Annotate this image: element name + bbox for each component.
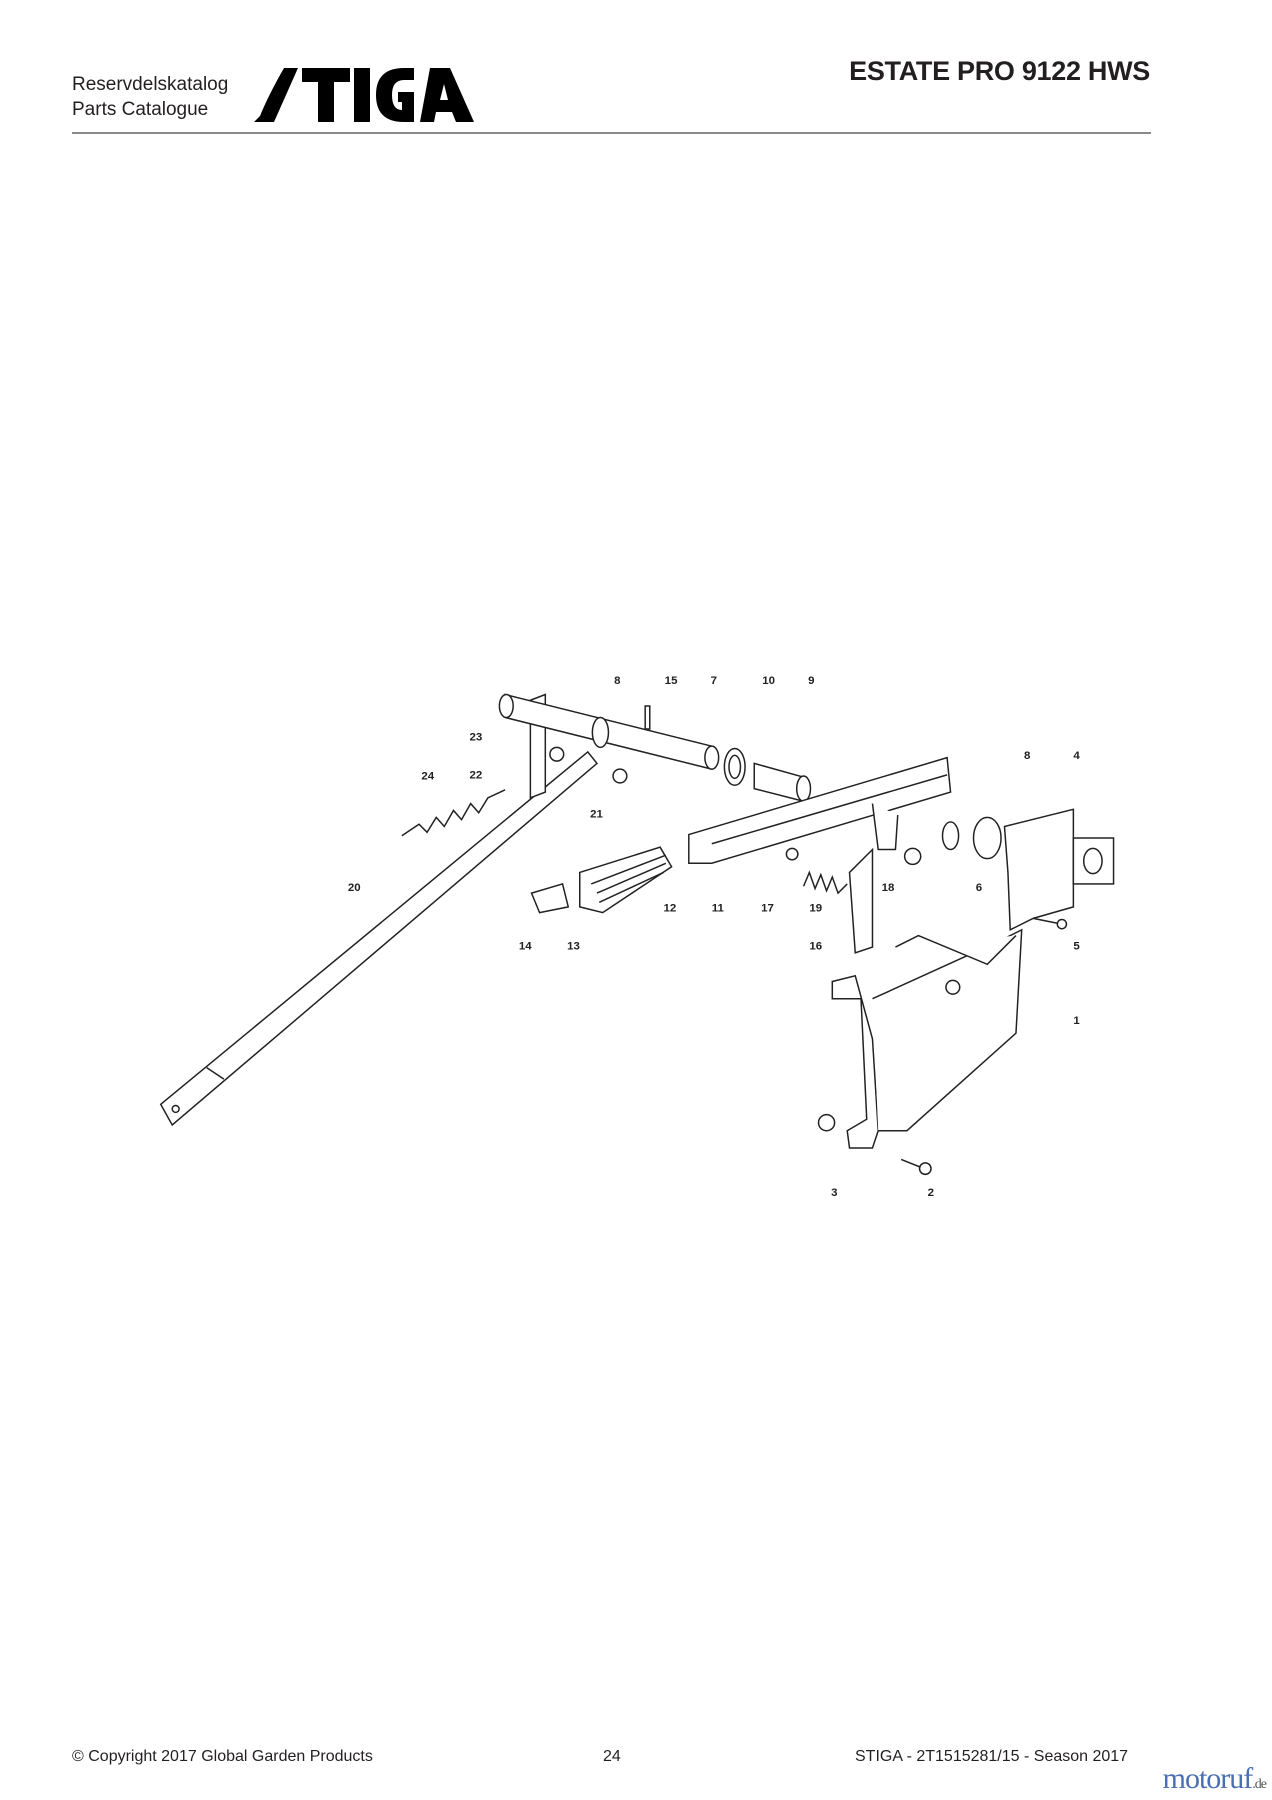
spring-24 xyxy=(401,789,506,837)
part-callout-5: 5 xyxy=(1073,940,1080,952)
part-callout-22: 22 xyxy=(470,769,483,781)
watermark-logo: motoruf.de xyxy=(1162,1762,1267,1796)
part-callout-24: 24 xyxy=(421,770,434,782)
catalog-label-english: Parts Catalogue xyxy=(72,99,209,120)
part-callout-7: 7 xyxy=(711,675,717,687)
part-callout-4: 4 xyxy=(1073,750,1080,762)
part-callout-1: 1 xyxy=(1073,1015,1080,1027)
part-callout-16: 16 xyxy=(809,940,822,952)
diagram-drawing xyxy=(159,693,1115,1176)
part-callout-10: 10 xyxy=(762,675,775,687)
part-callout-18: 18 xyxy=(882,882,895,894)
part-callout-11: 11 xyxy=(712,902,725,914)
model-title: ESTATE PRO 9122 HWS xyxy=(849,56,1150,86)
part-callout-8: 8 xyxy=(614,675,621,687)
watermark-text: motoruf xyxy=(1162,1762,1254,1795)
main-bracket xyxy=(831,974,879,1149)
pedal-frame xyxy=(688,756,952,865)
copyright-text: © Copyright 2017 Global Garden Products xyxy=(72,1748,373,1765)
part-callout-15: 15 xyxy=(665,675,678,687)
part-callout-13: 13 xyxy=(567,940,580,952)
part-callout-19: 19 xyxy=(809,902,822,914)
part-callout-3: 3 xyxy=(831,1187,837,1199)
page-number: 24 xyxy=(603,1748,621,1765)
header-divider xyxy=(72,132,1151,134)
part-callout-2: 2 xyxy=(928,1187,934,1199)
stiga-logo xyxy=(254,68,474,122)
part-callout-12: 12 xyxy=(664,902,677,914)
document-reference: STIGA - 2T1515281/15 - Season 2017 xyxy=(855,1748,1129,1765)
part-callout-20: 20 xyxy=(348,882,361,894)
part-callout-23: 23 xyxy=(470,731,483,743)
part-callout-6: 6 xyxy=(976,882,982,894)
side-plate xyxy=(1003,808,1075,932)
part-callout-9: 9 xyxy=(808,675,814,687)
part-callout-17: 17 xyxy=(761,902,774,914)
lever-rod xyxy=(159,750,599,1127)
watermark-tld: .de xyxy=(1252,1777,1267,1792)
part-callout-8: 8 xyxy=(1024,750,1031,762)
part-callout-14: 14 xyxy=(519,940,532,952)
part-callout-21: 21 xyxy=(590,808,603,820)
catalog-label-swedish: Reservdelskatalog xyxy=(72,74,229,95)
